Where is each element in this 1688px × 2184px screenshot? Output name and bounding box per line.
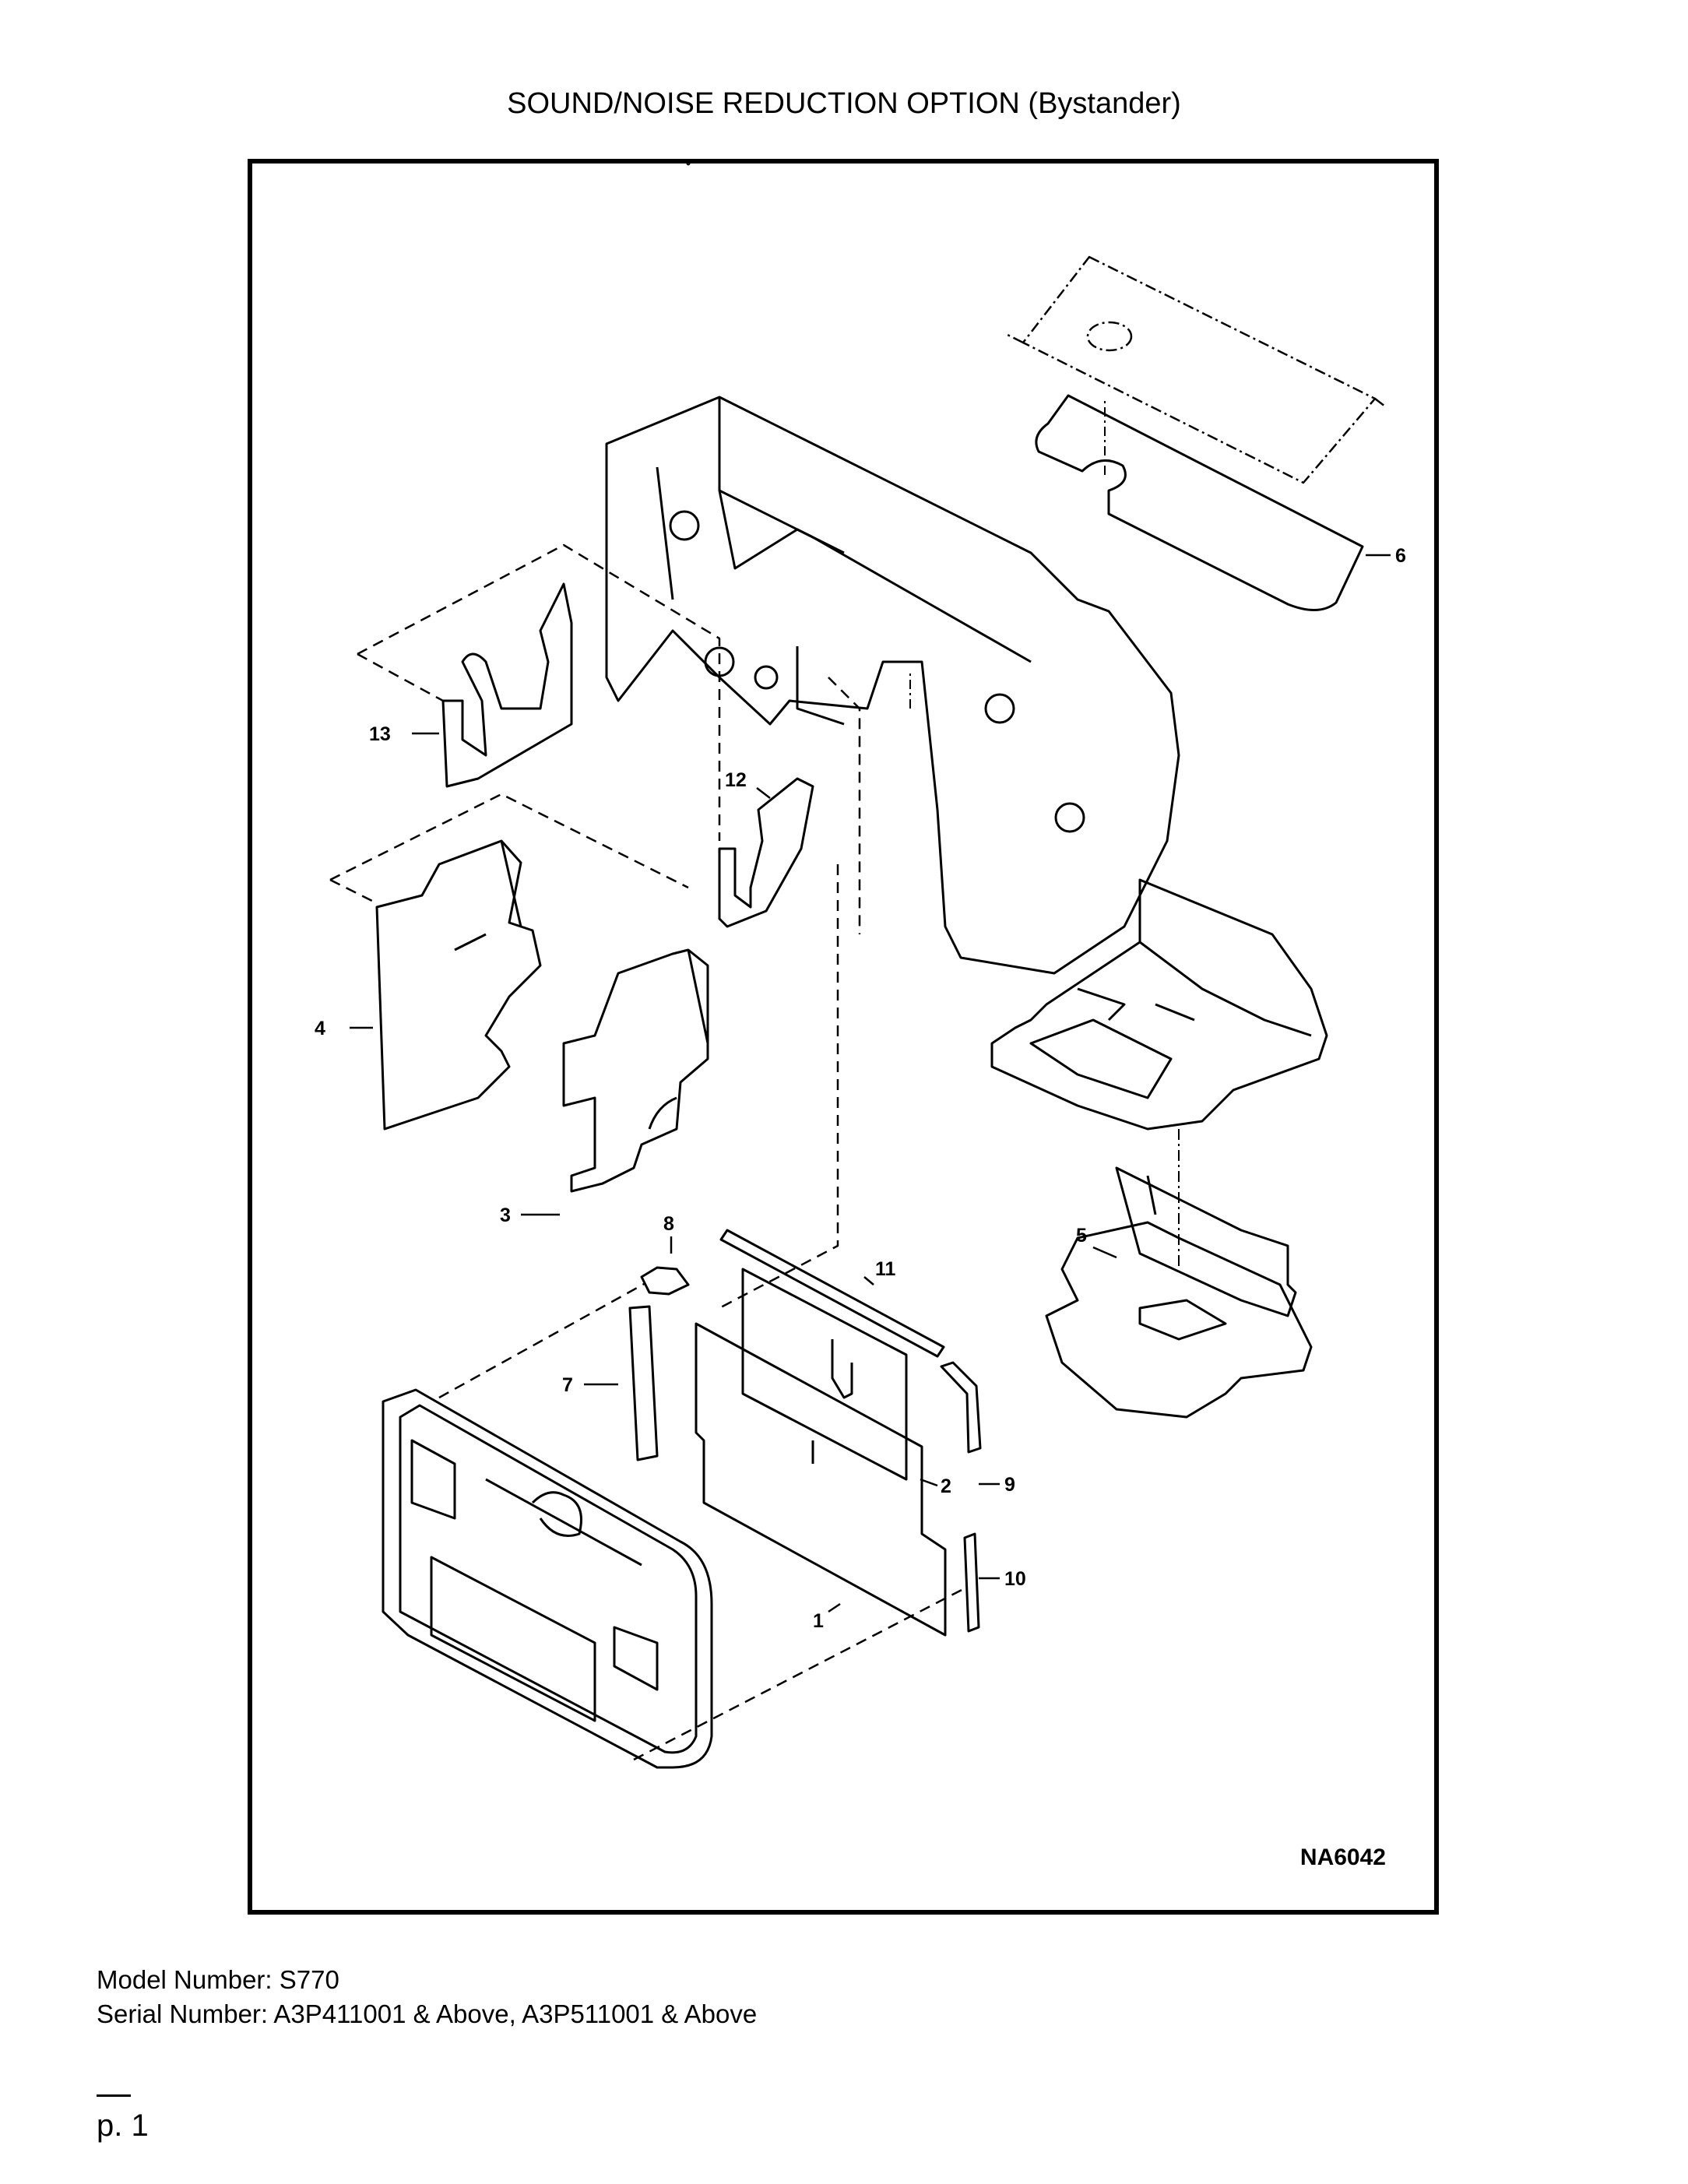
part-3-panel [562, 948, 709, 1193]
part-4-panel [375, 839, 542, 1131]
part-5-mat [1045, 1166, 1313, 1419]
callout-6: 6 [1395, 545, 1406, 567]
part-6-pad [1035, 394, 1364, 612]
part-2-panel [741, 1268, 908, 1481]
model-number: Model Number: S770 [97, 1965, 339, 1994]
callout-11: 11 [875, 1258, 896, 1280]
part-10-strip [963, 1532, 980, 1633]
page-number-rule [97, 2094, 131, 2097]
diagram-frame: 6 13 12 4 3 8 5 11 7 2 9 10 1 NA6042 [248, 159, 1439, 1915]
callout-8: 8 [663, 1213, 674, 1235]
callout-5: 5 [1076, 1225, 1087, 1247]
callout-9: 9 [1004, 1474, 1015, 1496]
callout-12: 12 [725, 769, 747, 791]
chassis-frame [605, 164, 1180, 975]
callout-4: 4 [315, 1018, 325, 1039]
diagram-code: NA6042 [1299, 1845, 1386, 1870]
part-11-strip [719, 1229, 945, 1358]
part-12-panel [718, 777, 814, 928]
exploded-parts-diagram: 6 13 12 4 3 8 5 11 7 2 9 10 1 [315, 164, 1406, 1769]
callout-10: 10 [1004, 1568, 1026, 1590]
part-13-panel [441, 582, 573, 788]
callout-1: 1 [813, 1610, 824, 1632]
callout-13: 13 [369, 723, 391, 745]
callout-3: 3 [500, 1205, 511, 1226]
page-title: SOUND/NOISE REDUCTION OPTION (Bystander) [507, 87, 1181, 120]
floor-tub [990, 878, 1328, 1131]
callout-leaders [350, 554, 1391, 1613]
part-9-strip [940, 1361, 982, 1454]
callout-7: 7 [562, 1374, 573, 1396]
page-number: p. 1 [97, 2108, 149, 2143]
part-8-block [640, 1266, 690, 1296]
serial-number: Serial Number: A3P411001 & Above, A3P511… [97, 1999, 758, 2028]
part-7-strip [628, 1305, 659, 1461]
rear-door-housing [382, 1388, 713, 1769]
part-1-panel [695, 1322, 947, 1637]
top-cover-plate [1007, 255, 1386, 484]
callout-2: 2 [941, 1475, 951, 1497]
